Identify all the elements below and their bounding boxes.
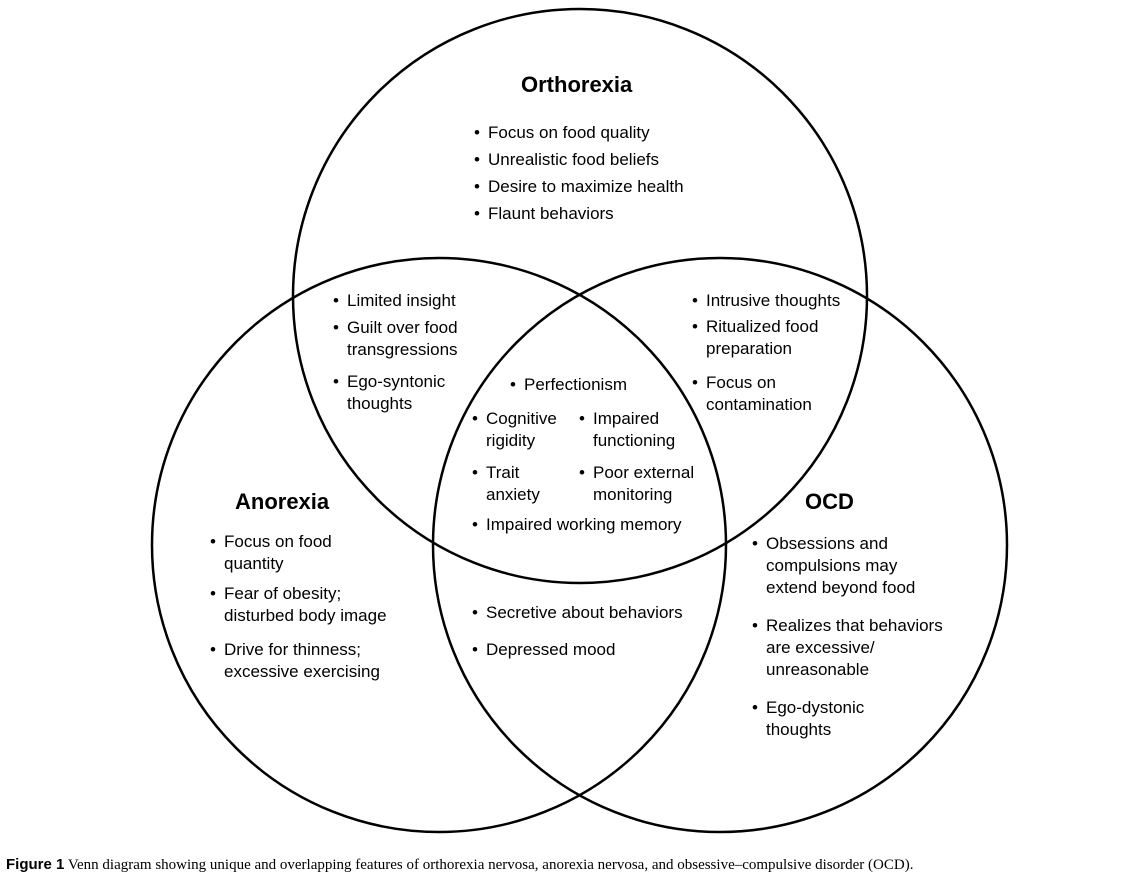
figure-caption-text: Venn diagram showing unique and overlapp…: [67, 857, 914, 873]
list-item: Cognitive rigidity: [472, 408, 557, 452]
list-item: Impaired functioning: [579, 408, 694, 452]
orthorexia-anorexia-overlap-list: Limited insight Guilt over food transgre…: [333, 290, 458, 415]
list-item: Realizes that behaviors are excessive/ u…: [752, 615, 943, 681]
list-item: Limited insight: [333, 290, 458, 312]
all-three-overlap-left: Cognitive rigidity Trait anxiety: [472, 408, 557, 506]
list-item: Depressed mood: [472, 639, 683, 661]
figure-label: Figure 1: [6, 856, 65, 873]
list-item: Guilt over food transgressions: [333, 317, 458, 361]
anorexia-feature-list: Focus on food quantity Fear of obesity; …: [210, 531, 387, 683]
list-item: Fear of obesity; disturbed body image: [210, 583, 387, 627]
list-item: Unrealistic food beliefs: [474, 146, 684, 173]
list-item: Intrusive thoughts: [692, 290, 840, 312]
all-three-overlap-bottom: Impaired working memory: [472, 514, 682, 536]
anorexia-circle: [150, 256, 728, 834]
list-item: Focus on food quantity: [210, 531, 387, 575]
figure-caption: Figure 1 Venn diagram showing unique and…: [6, 856, 1121, 874]
ocd-feature-list: Obsessions and compulsions may extend be…: [752, 533, 943, 741]
list-item: Ego-syntonic thoughts: [333, 371, 458, 415]
list-item: Focus on contamination: [692, 372, 840, 416]
list-item: Poor external monitoring: [579, 462, 694, 506]
ocd-circle: [431, 256, 1009, 834]
list-item: Flaunt behaviors: [474, 200, 684, 227]
list-item: Obsessions and compulsions may extend be…: [752, 533, 943, 599]
list-item: Ritualized food preparation: [692, 316, 840, 360]
venn-diagram: [150, 7, 1009, 834]
orthorexia-circle: [291, 7, 869, 585]
list-item: Perfectionism: [510, 374, 627, 396]
orthorexia-feature-list: Focus on food quality Unrealistic food b…: [474, 119, 684, 227]
list-item: Impaired working memory: [472, 514, 682, 536]
anorexia-title: Anorexia: [235, 489, 330, 514]
list-item: Secretive about behaviors: [472, 602, 683, 624]
ocd-title: OCD: [805, 489, 854, 514]
list-item: Focus on food quality: [474, 119, 684, 146]
list-item: Drive for thinness; excessive exercising: [210, 639, 387, 683]
list-item: Trait anxiety: [472, 462, 557, 506]
anorexia-ocd-overlap-list: Secretive about behaviors Depressed mood: [472, 602, 683, 661]
all-three-overlap-top: Perfectionism: [510, 374, 627, 396]
orthorexia-title: Orthorexia: [521, 72, 633, 97]
all-three-overlap-right: Impaired functioning Poor external monit…: [579, 408, 694, 506]
list-item: Desire to maximize health: [474, 173, 684, 200]
list-item: Ego-dystonic thoughts: [752, 697, 943, 741]
orthorexia-ocd-overlap-list: Intrusive thoughts Ritualized food prepa…: [692, 290, 840, 416]
